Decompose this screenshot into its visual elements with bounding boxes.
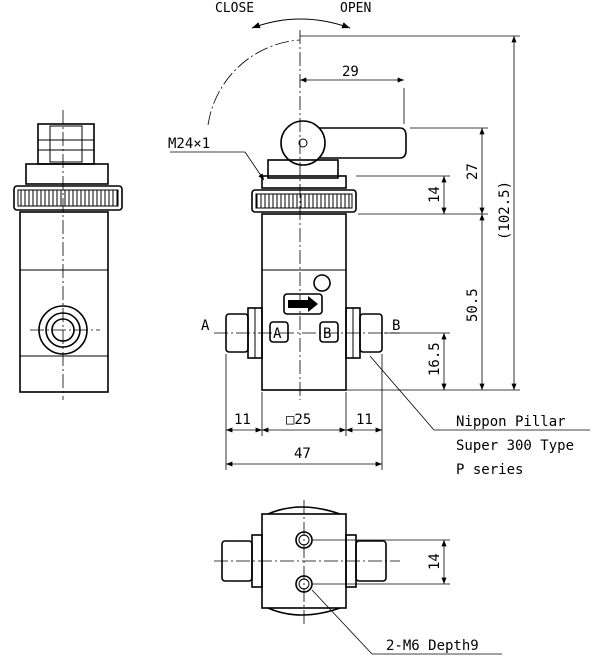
dim-port-left: 11 — [234, 412, 251, 428]
rotation-arrow — [251, 18, 351, 29]
flow-arrow-icon — [288, 296, 318, 312]
dim-overall-width: 47 — [294, 446, 311, 462]
dimensions: M24×1 29 14 27 (102.5) 50.5 16.5 — [168, 35, 590, 478]
dim-port-height: 16.5 — [427, 342, 443, 376]
fitting-line-1: Nippon Pillar — [456, 414, 566, 430]
fitting-line-2: Super 300 Type — [456, 438, 574, 454]
thread-spec: M24×1 — [168, 136, 210, 152]
dim-upper-height: 27 — [465, 163, 481, 180]
fitting-line-3: P series — [456, 462, 523, 478]
dim-port-right: 11 — [356, 412, 373, 428]
close-label: CLOSE — [215, 1, 254, 16]
dim-cap-height: 14 — [427, 186, 443, 203]
dim-overall-height: (102.5) — [497, 181, 513, 240]
open-label: OPEN — [340, 1, 371, 16]
dim-body-square: □25 — [286, 412, 311, 428]
bottom-view: 14 2-M6 Depth9 — [214, 500, 502, 655]
rotation-arc — [207, 39, 301, 126]
mounting-spec: 2-M6 Depth9 — [386, 638, 479, 654]
port-label-a: A — [201, 318, 210, 334]
lever-handle — [300, 127, 407, 159]
front-view: CLOSE OPEN A B A B — [201, 1, 407, 400]
dim-body-height: 50.5 — [465, 288, 481, 322]
dim-handle-offset: 29 — [342, 64, 359, 80]
dim-bottom-width: 14 — [427, 553, 443, 570]
handle-hub — [280, 120, 326, 166]
port-badge-a: A — [273, 326, 282, 342]
port-label-b: B — [392, 318, 400, 334]
port-badge-b: B — [323, 326, 331, 342]
brand-logo-icon — [313, 274, 331, 292]
side-view — [13, 110, 123, 400]
